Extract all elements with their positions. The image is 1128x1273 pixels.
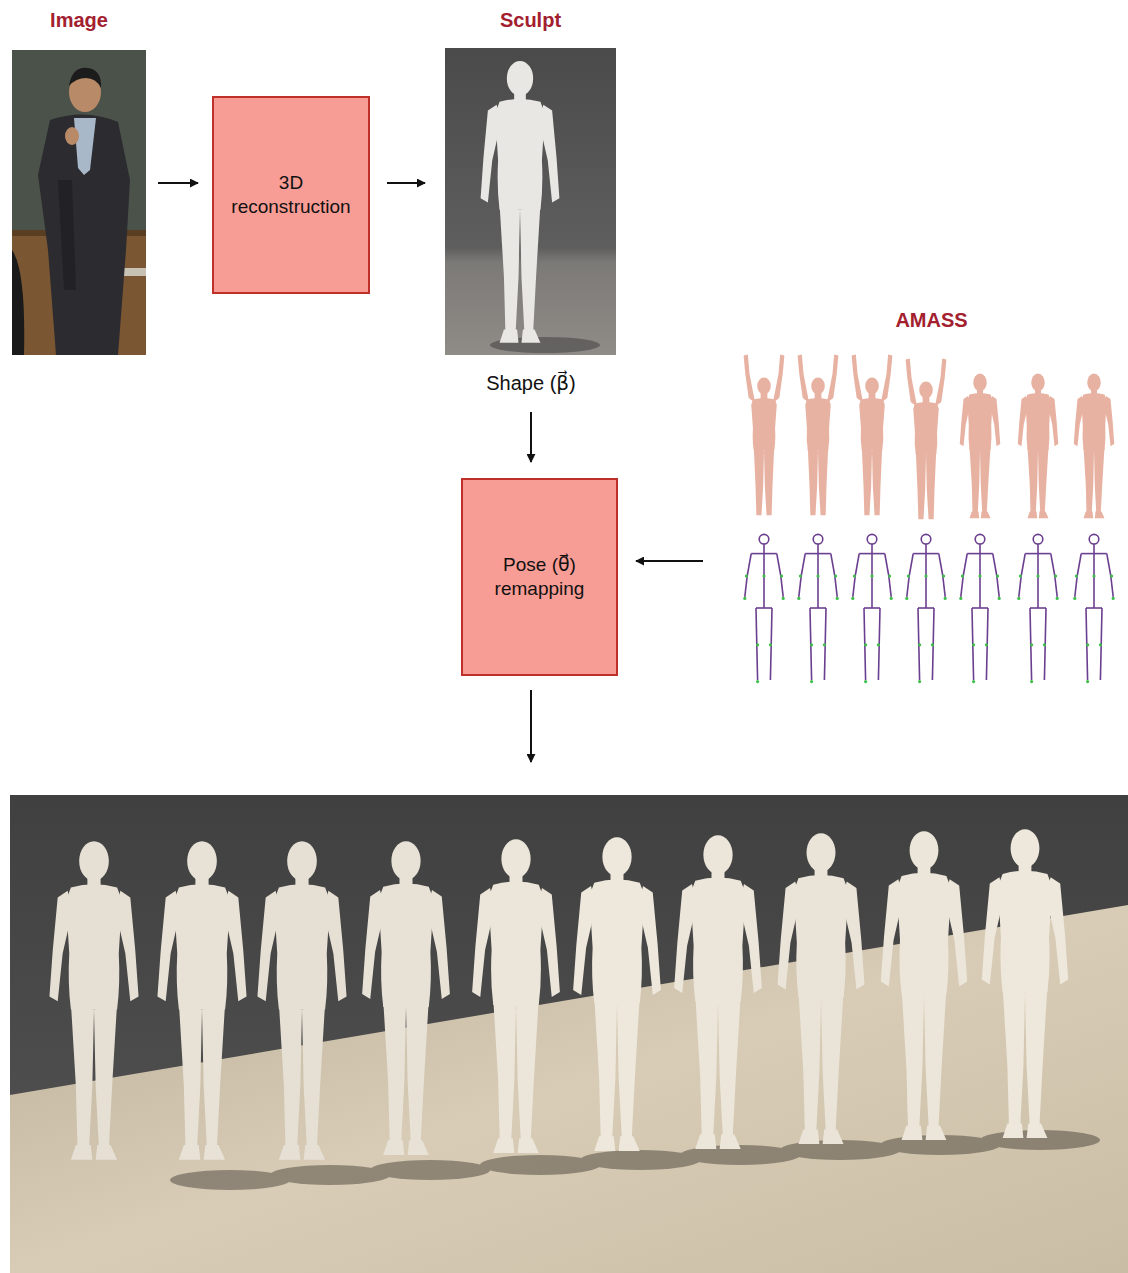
render-ground: [445, 48, 616, 355]
skeleton: [959, 534, 1001, 683]
result-arrow: [530, 690, 532, 762]
result-render: [10, 795, 1128, 1273]
process-box: Pose (θ⃗) remapping: [461, 478, 618, 676]
mocap-body: [852, 355, 893, 516]
image-panel: Image: [12, 8, 146, 355]
posed-body: [674, 835, 762, 1149]
skeleton: [797, 534, 839, 683]
photo: [12, 50, 146, 355]
chalkboard: [12, 50, 146, 355]
box-label: Pose (θ⃗) remapping: [473, 553, 606, 601]
shirt: [74, 118, 96, 175]
posed-body: [472, 839, 560, 1153]
panel-heading: Sculpt: [500, 8, 561, 32]
mocap-body: [744, 355, 785, 516]
posed-body: [49, 841, 138, 1159]
audience: [12, 250, 24, 355]
skeleton: [1073, 534, 1115, 683]
mocap-body: [1018, 374, 1059, 519]
sculpt-panel: Sculpt: [445, 8, 616, 355]
amass-figures: [743, 355, 1115, 684]
flow-arrow: [636, 560, 703, 562]
dataset-panel: AMASS: [735, 308, 1128, 690]
hand: [65, 127, 79, 145]
mocap-body: [1074, 374, 1115, 519]
suit: [38, 114, 130, 355]
backdrop: [10, 795, 1128, 1273]
panel-heading: AMASS: [895, 308, 967, 332]
mocap-body: [798, 355, 839, 516]
skeleton: [743, 534, 785, 683]
skeleton: [905, 534, 947, 683]
box-label: 3D reconstruction: [224, 171, 358, 219]
skeleton: [851, 534, 893, 683]
mocap-body: [906, 359, 947, 520]
flow-arrow: [387, 182, 425, 184]
edge-label: Shape (β⃗): [482, 370, 579, 396]
posed-body: [573, 837, 661, 1151]
posed-body: [881, 831, 967, 1140]
sculpt-render: [445, 48, 616, 355]
posed-body: [362, 841, 450, 1155]
posed-body: [257, 841, 346, 1159]
mocap-body: [960, 374, 1001, 519]
skeleton: [1017, 534, 1059, 683]
posed-body: [157, 841, 246, 1159]
panel-heading: Image: [50, 8, 108, 32]
posed-body: [778, 833, 865, 1144]
posed-body: [982, 829, 1068, 1138]
hair: [69, 68, 101, 88]
flow-arrow: [158, 182, 198, 184]
sleeve: [58, 180, 76, 290]
flow-arrow: [530, 412, 532, 462]
body-mesh: [481, 61, 560, 343]
process-box: 3D reconstruction: [212, 96, 370, 294]
